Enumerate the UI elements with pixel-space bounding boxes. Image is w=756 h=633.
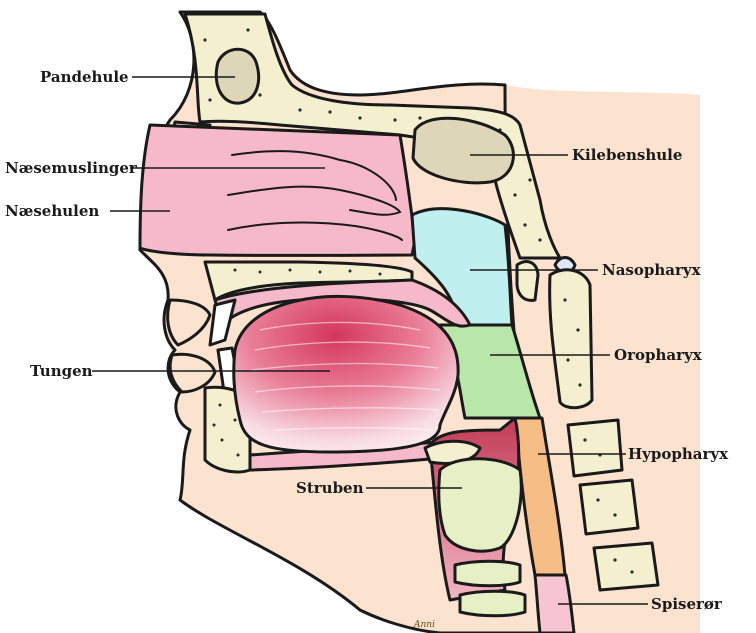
label-pandehule: Pandehule (40, 68, 129, 86)
vertebra-c3 (568, 420, 622, 476)
label-oropharyx: Oropharyx (614, 346, 703, 364)
vertebra-c5 (594, 543, 658, 590)
frontal-sinus (216, 49, 258, 103)
trachea-ring-1 (455, 561, 520, 586)
label-hypopharyx: Hypopharyx (628, 445, 729, 463)
tongue (234, 296, 458, 452)
thyroid-cartilage (439, 459, 521, 551)
label-kilebenshule: Kilebenshule (572, 146, 682, 164)
nasal-cavity (140, 125, 415, 255)
label-tungen: Tungen (30, 362, 93, 380)
label-naesemuslinger: Næsemuslinger (5, 159, 138, 177)
label-struben: Struben (296, 479, 364, 497)
vertebra-c4 (580, 480, 638, 534)
label-nasopharyx: Nasopharyx (602, 261, 702, 279)
trachea-ring-2 (460, 591, 525, 616)
label-naesehulen: Næsehulen (5, 202, 99, 220)
odontoid-process (517, 262, 538, 301)
artist-signature: Anni (413, 620, 435, 630)
label-spiseroer: Spiserør (651, 595, 723, 613)
